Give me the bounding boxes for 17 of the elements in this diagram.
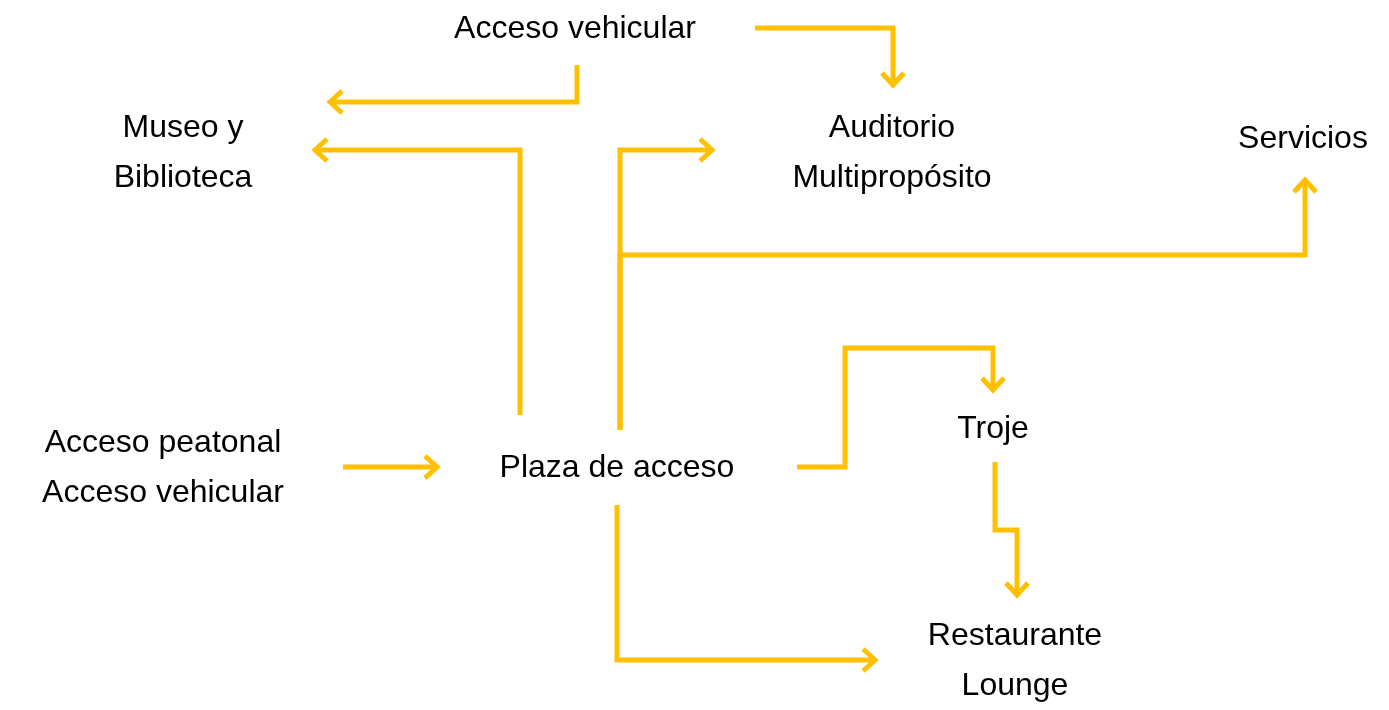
node-label: Museo y Biblioteca xyxy=(112,107,254,196)
arrow xyxy=(617,177,1319,430)
node-label: Plaza de acceso xyxy=(499,447,735,487)
arrow xyxy=(327,65,580,116)
arrow xyxy=(312,136,523,415)
node-label: Restaurante Lounge xyxy=(926,615,1104,704)
arrow xyxy=(614,505,878,674)
arrow xyxy=(343,453,440,481)
arrow xyxy=(797,345,1007,470)
node-label: Acceso vehicular xyxy=(42,472,284,511)
arrow xyxy=(755,25,907,88)
arrow xyxy=(992,462,1031,598)
node-label: Acceso vehicular xyxy=(454,8,696,48)
node-label: Auditorio Multipropósito xyxy=(791,107,993,196)
node-label: Acceso peatonal xyxy=(43,422,283,462)
node-label: Servicios xyxy=(1238,118,1368,158)
node-label: Troje xyxy=(957,408,1029,448)
